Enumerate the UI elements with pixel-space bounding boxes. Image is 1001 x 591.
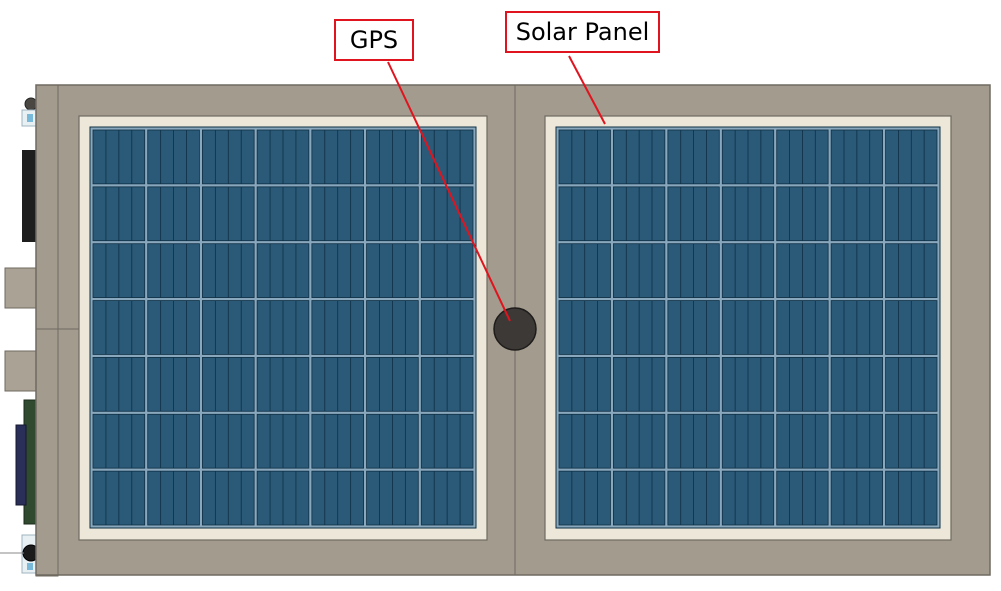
connector-tab-upper [4,267,39,309]
solar-panel-leader-line [568,55,606,125]
connector-black [22,150,38,242]
gps-antenna [493,307,537,351]
solar-panel-callout: Solar Panel [505,11,660,53]
top-bolt [24,97,38,111]
pcb-chip [15,424,27,506]
top-bracket-mark [27,114,33,122]
bottom-bracket-mark [27,563,33,570]
gps-callout: GPS [334,19,414,61]
connector-tab-lower [4,350,39,392]
gps-leader-line [387,61,511,322]
solar-panels [78,115,952,541]
